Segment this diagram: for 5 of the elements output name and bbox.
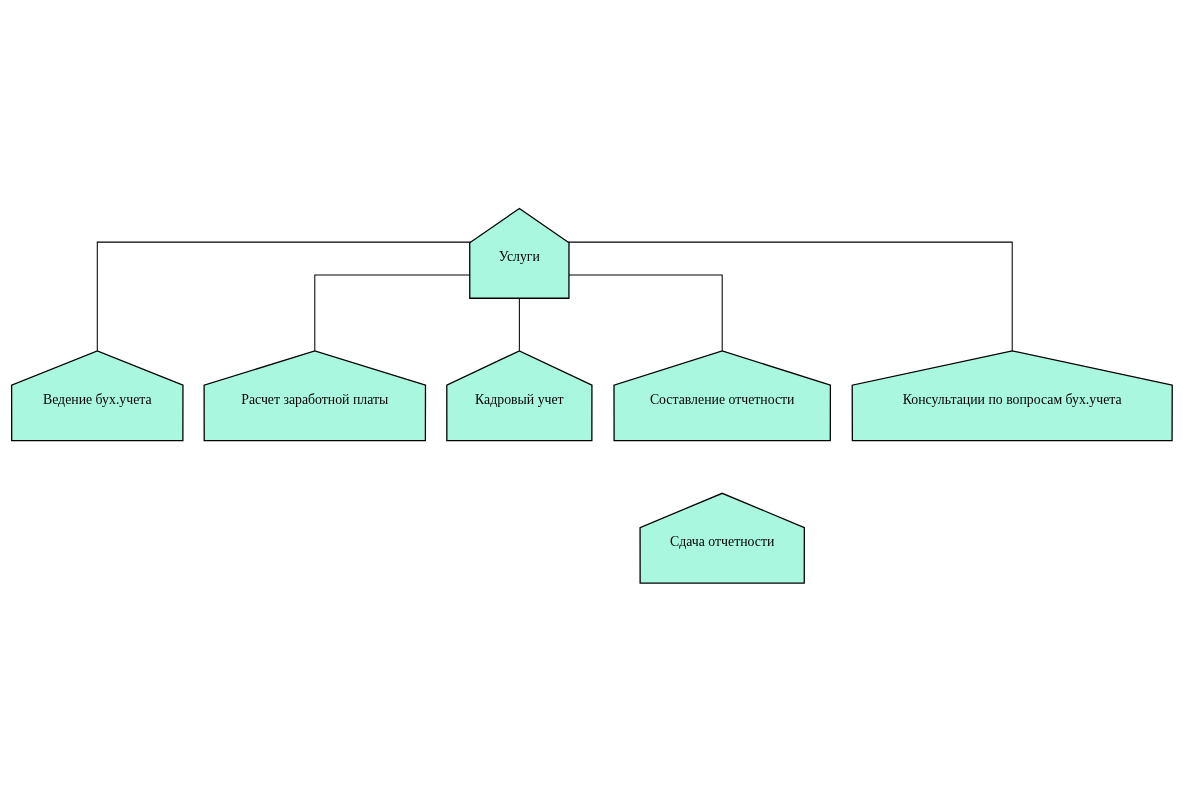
connector: [96, 241, 472, 351]
connector: [568, 273, 723, 351]
connector: [567, 241, 1013, 351]
connector: [314, 273, 471, 351]
connector: [518, 297, 520, 351]
